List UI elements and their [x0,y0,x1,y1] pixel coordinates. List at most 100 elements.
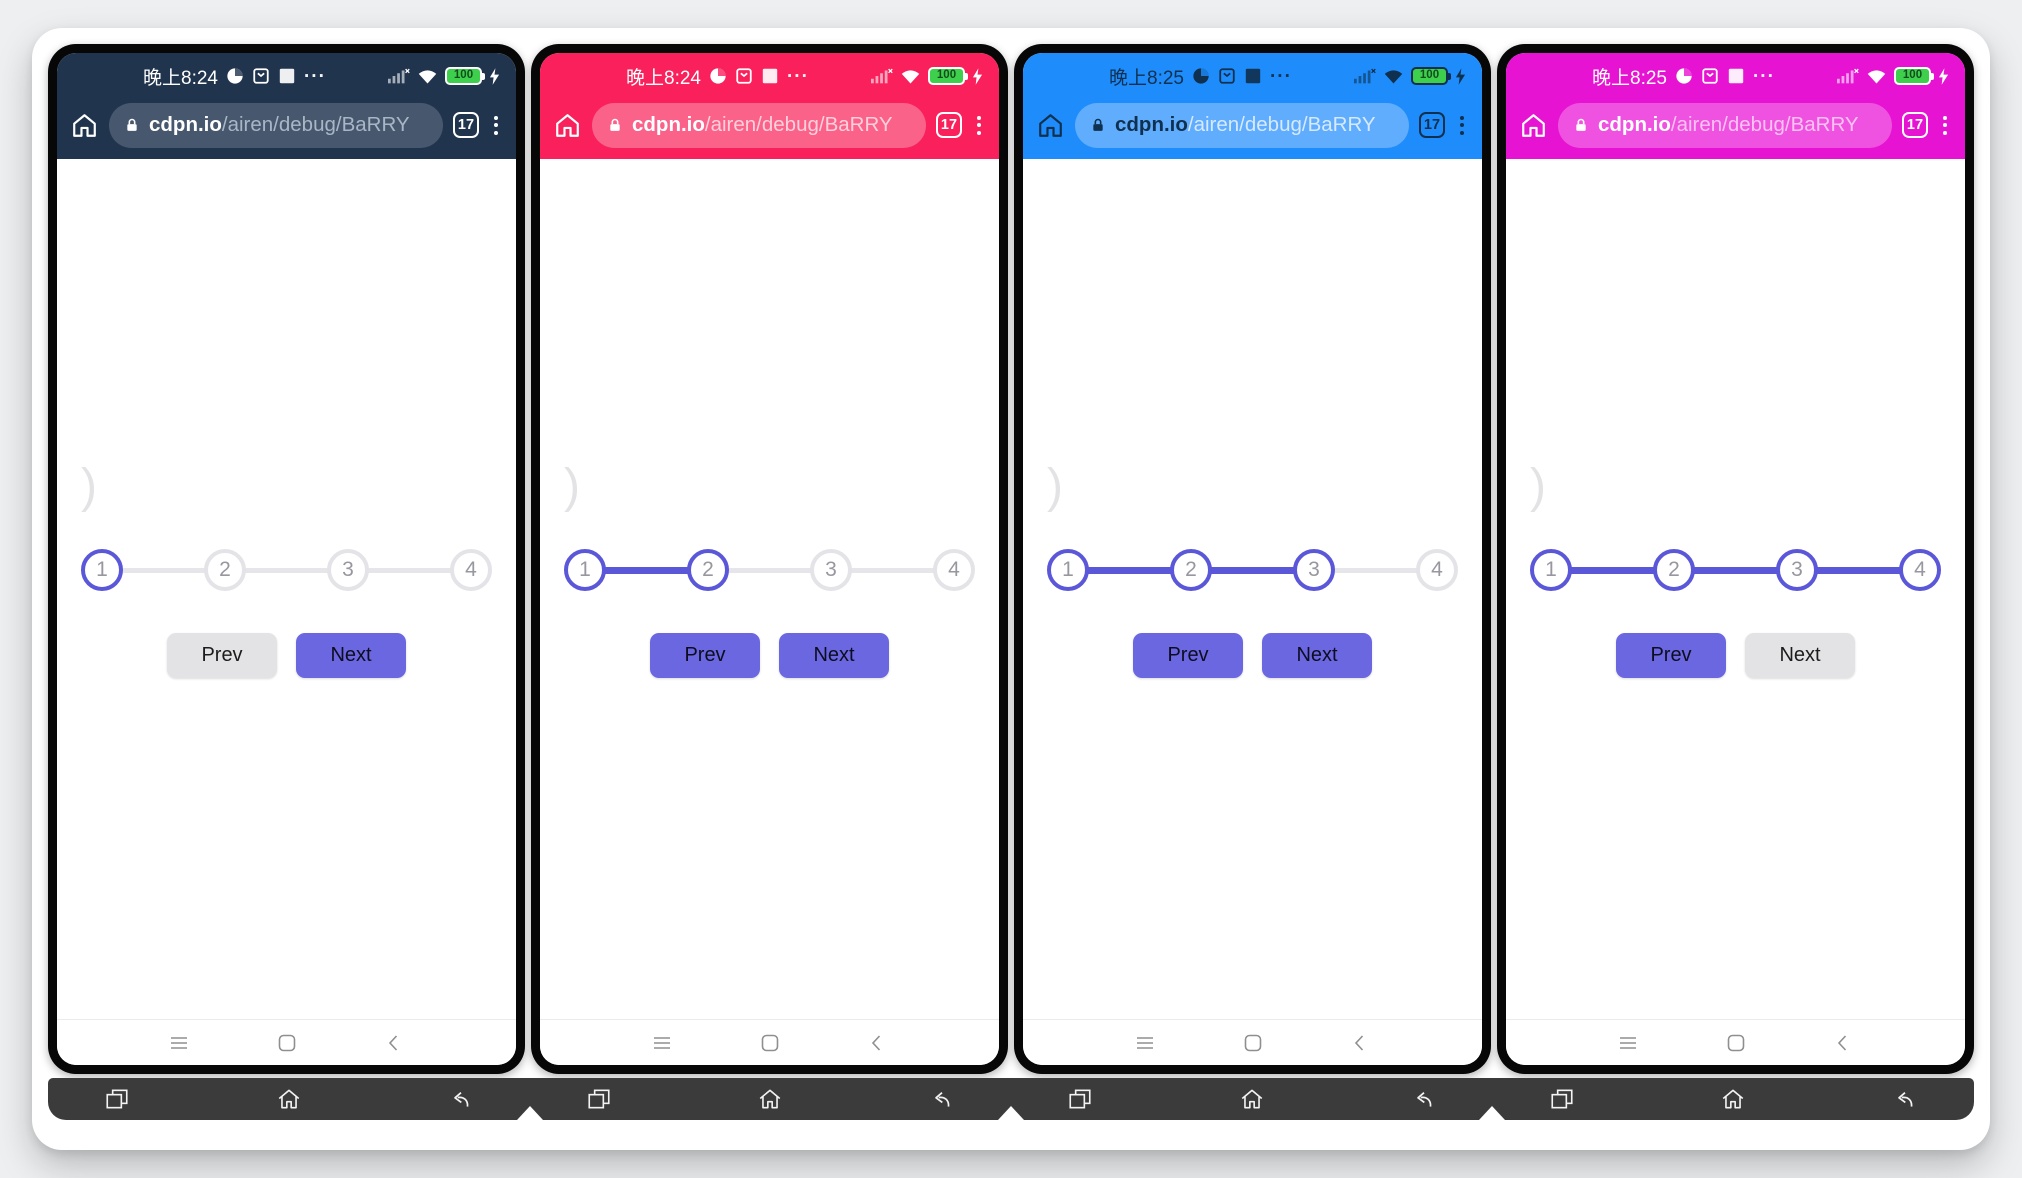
step-circle-3: 3 [1293,549,1335,591]
browser-nav-bar [540,1019,999,1065]
device-home-icon[interactable] [276,1086,302,1112]
url-text: cdpn.io/airen/debug/BaRRY [632,113,893,137]
device-home-icon[interactable] [1239,1086,1265,1112]
home-icon[interactable] [1036,111,1065,140]
phone-screenshot: 晚上8:24 ··· [48,44,525,1074]
lock-icon[interactable] [607,116,623,135]
clock-text: 晚上8:24 [143,67,218,89]
home-icon[interactable] [70,111,99,140]
prev-button[interactable]: Prev [650,633,760,678]
data-saver-icon [710,68,726,84]
status-bar: 晚上8:25 ··· [1506,53,1965,99]
recents-icon[interactable] [586,1086,612,1112]
recents-icon[interactable] [104,1086,130,1112]
browser-menu-icon[interactable] [972,115,986,135]
nav-back-chevron-icon[interactable] [1348,1031,1372,1055]
menu-hamburger-icon[interactable] [167,1031,191,1055]
nav-back-chevron-icon[interactable] [865,1031,889,1055]
menu-hamburger-icon[interactable] [650,1031,674,1055]
charging-bolt-icon [972,67,983,85]
nav-back-chevron-icon[interactable] [382,1031,406,1055]
step-circle-4: 4 [450,549,492,591]
tab-switcher-button[interactable]: 17 [1419,112,1445,138]
data-saver-icon [1676,68,1692,84]
tab-count: 17 [1423,117,1441,133]
nav-square-icon[interactable] [758,1031,782,1055]
screenshots-card: 晚上8:24 ··· [32,28,1990,1150]
address-bar[interactable]: cdpn.io/airen/debug/BaRRY [1558,102,1892,148]
nav-square-icon[interactable] [1724,1031,1748,1055]
data-saver-icon [227,68,243,84]
recents-icon[interactable] [1549,1086,1575,1112]
url-path: /airen/debug/BaRRY [221,113,410,136]
home-icon[interactable] [1519,111,1548,140]
stray-paren-text: ) [81,460,97,513]
phone-screenshot: 晚上8:25 ··· [1497,44,1974,1074]
lock-icon[interactable] [124,116,140,135]
prev-button[interactable]: Prev [167,633,277,678]
phone-screenshot: 晚上8:24 ··· [531,44,1008,1074]
address-bar[interactable]: cdpn.io/airen/debug/BaRRY [592,102,926,148]
step-circle-3: 3 [810,549,852,591]
step-number: 2 [219,558,231,581]
device-home-icon[interactable] [1720,1086,1746,1112]
battery-indicator: 100 [1411,67,1451,85]
next-button[interactable]: Next [296,633,406,678]
status-right-cluster: 100 [871,67,983,86]
battery-level: 100 [1902,69,1923,82]
address-bar[interactable]: cdpn.io/airen/debug/BaRRY [109,102,443,148]
recents-icon[interactable] [1067,1086,1093,1112]
browser-toolbar: cdpn.io/airen/debug/BaRRY 17 [1506,99,1965,159]
next-button[interactable]: Next [1262,633,1372,678]
browser-menu-icon[interactable] [489,115,503,135]
step-connector [1087,566,1172,574]
menu-hamburger-icon[interactable] [1616,1031,1640,1055]
prev-button[interactable]: Prev [1133,633,1243,678]
lock-icon[interactable] [1090,116,1106,135]
tab-switcher-button[interactable]: 17 [453,112,479,138]
stray-paren-text: ) [1530,460,1546,513]
menu-hamburger-icon[interactable] [1133,1031,1157,1055]
status-right-cluster: 100 [388,67,500,86]
notification-overflow-ellipsis: ··· [303,65,326,87]
device-back-icon[interactable] [448,1086,474,1112]
next-button[interactable]: Next [779,633,889,678]
step-circle-1: 1 [1530,549,1572,591]
device-back-icon[interactable] [1411,1086,1437,1112]
wifi-icon [1384,69,1403,83]
battery-indicator: 100 [928,67,968,85]
notification-overflow-ellipsis: ··· [1752,65,1775,87]
nav-square-icon[interactable] [1241,1031,1265,1055]
prev-button[interactable]: Prev [1616,633,1726,678]
browser-nav-bar [1506,1019,1965,1065]
step-number: 4 [1431,558,1443,581]
clock-text: 晚上8:24 [626,67,701,89]
step-circle-2: 2 [204,549,246,591]
next-button[interactable]: Next [1745,633,1855,678]
cell-signal-icon [388,68,410,84]
device-back-icon[interactable] [1892,1086,1918,1112]
stray-paren-text: ) [564,460,580,513]
nav-square-icon[interactable] [275,1031,299,1055]
device-back-icon[interactable] [929,1086,955,1112]
status-left-cluster: 晚上8:24 ··· [626,63,809,90]
device-nav-group [48,1078,530,1120]
tab-switcher-button[interactable]: 17 [1902,112,1928,138]
step-circle-4: 4 [1416,549,1458,591]
home-icon[interactable] [553,111,582,140]
step-connector [1693,566,1778,574]
step-connector [1210,566,1295,574]
nav-back-chevron-icon[interactable] [1831,1031,1855,1055]
tab-switcher-button[interactable]: 17 [936,112,962,138]
battery-indicator: 100 [1894,67,1934,85]
lock-icon[interactable] [1573,116,1589,135]
phone-bezel: 晚上8:25 ··· [1014,44,1491,1074]
step-connector [121,567,206,573]
progress-stepper: 1 2 3 4 [540,549,999,591]
browser-menu-icon[interactable] [1938,115,1952,135]
address-bar[interactable]: cdpn.io/airen/debug/BaRRY [1075,102,1409,148]
device-home-icon[interactable] [757,1086,783,1112]
browser-menu-icon[interactable] [1455,115,1469,135]
page-content: ) 1 2 3 4 Prev Next [540,159,999,1019]
step-number: 3 [1308,558,1320,581]
